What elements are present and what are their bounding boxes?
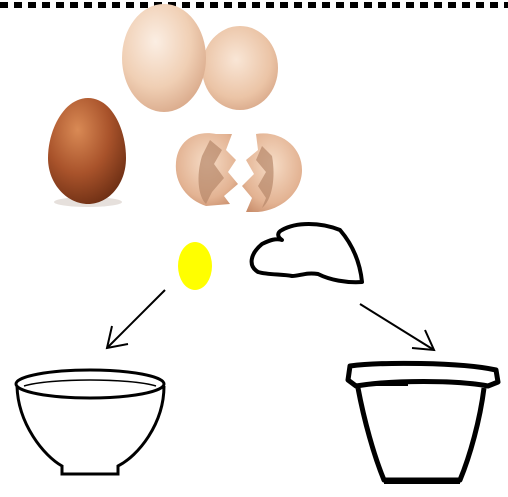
two-white-eggs-icon — [122, 4, 278, 112]
arrow-to-bowl — [107, 290, 165, 348]
arrow-to-pot — [360, 304, 434, 350]
brown-egg-icon — [48, 98, 126, 207]
yolk-icon — [178, 242, 212, 290]
bowl-icon — [16, 370, 164, 474]
cracked-eggshell-icon — [176, 133, 302, 212]
pot-icon — [348, 363, 498, 481]
shell-outline-icon — [252, 224, 362, 282]
